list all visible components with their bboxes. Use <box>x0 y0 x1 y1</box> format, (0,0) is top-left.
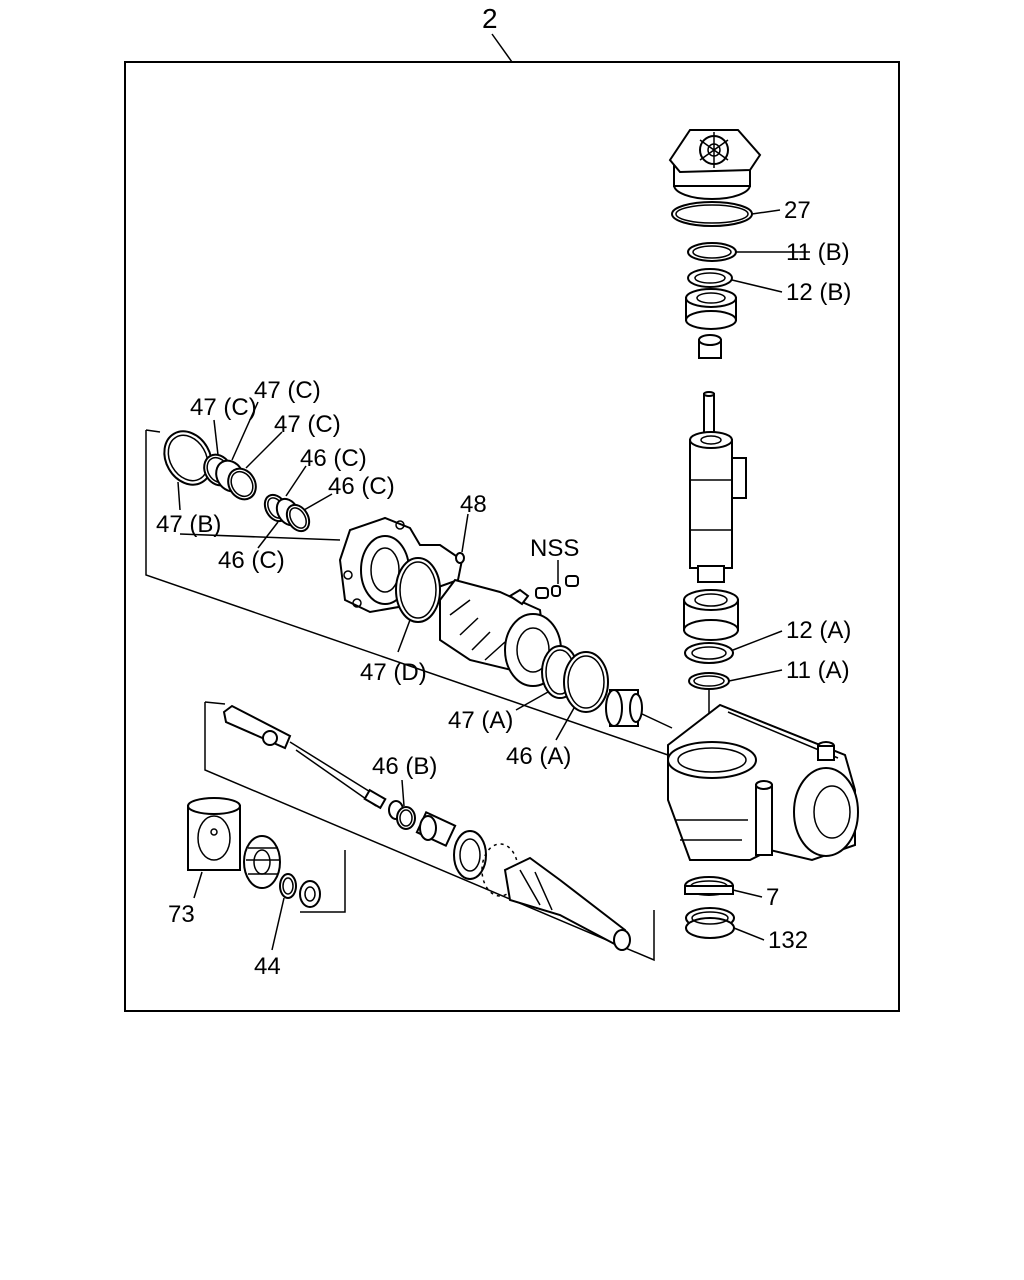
leader-47b <box>177 481 181 511</box>
upper-dash-box <box>145 429 669 756</box>
label-47a: 47 (A) <box>448 707 513 734</box>
leader-73 <box>193 871 203 899</box>
label-47b: 47 (B) <box>156 511 221 538</box>
ring-46a <box>563 651 609 713</box>
label-48: 48 <box>460 491 487 518</box>
label-12a: 12 (A) <box>786 617 851 644</box>
label-11b: 11 (B) <box>786 239 850 266</box>
leader-47c2 <box>231 401 259 461</box>
label-7: 7 <box>766 884 779 911</box>
leader-27 <box>751 209 781 215</box>
valve-spool <box>689 431 747 583</box>
leader-7 <box>732 889 763 898</box>
ring-44 <box>279 873 297 899</box>
gear-housing <box>667 703 859 862</box>
ring-46c-c <box>285 503 311 533</box>
leader-48 <box>461 513 469 553</box>
ring-7 <box>684 876 734 896</box>
leader-46a <box>555 707 575 741</box>
leader-132 <box>733 927 765 941</box>
label-46c2: 46 (C) <box>328 473 395 500</box>
cover-73 <box>187 797 241 871</box>
leader-12a <box>732 630 783 651</box>
label-73: 73 <box>168 901 195 928</box>
o-ring-27 <box>671 201 753 227</box>
label-47c1: 47 (C) <box>190 394 257 421</box>
label-132: 132 <box>768 927 808 954</box>
label-46c1: 46 (C) <box>300 445 367 472</box>
leader-47a <box>515 691 549 711</box>
label-46a: 46 (A) <box>506 743 571 770</box>
label-11a: 11 (A) <box>786 657 850 684</box>
leader-46c1 <box>285 465 307 497</box>
label-46b: 46 (B) <box>372 753 437 780</box>
label-47c2: 47 (C) <box>254 377 321 404</box>
label-46c3: 46 (C) <box>218 547 285 574</box>
bellows <box>605 689 643 727</box>
seal-12a <box>684 642 734 664</box>
seal-12b <box>687 268 733 288</box>
ring-46b <box>388 800 416 830</box>
label-44: 44 <box>254 953 281 980</box>
leader-44 <box>271 897 285 951</box>
ring-11b <box>687 242 737 262</box>
leader-46c2 <box>303 493 333 511</box>
leader-47d <box>397 619 411 653</box>
assembly-number: 2 <box>482 3 498 34</box>
seal-small-44b <box>299 880 321 908</box>
label-27: 27 <box>784 197 811 224</box>
o-ring-47b <box>163 430 213 486</box>
bearing-upper <box>685 288 737 330</box>
assembly-leader <box>491 33 513 63</box>
worm-shaft <box>222 704 387 810</box>
bearing-cup <box>453 830 487 880</box>
nss-bleeder-parts <box>508 575 579 606</box>
lower-dash-box <box>204 701 655 962</box>
o-ring-47d <box>395 557 441 623</box>
leader-12b <box>731 279 783 293</box>
seal-132 <box>685 907 735 939</box>
small-ring-48 <box>455 552 465 564</box>
label-47d: 47 (D) <box>360 659 427 686</box>
sector-shaft <box>503 856 631 951</box>
ring-11a <box>688 672 730 690</box>
leader-47c3 <box>245 431 283 469</box>
bearing-lower <box>683 589 739 641</box>
leader-46c3 <box>257 521 279 549</box>
bushing-small <box>698 334 722 359</box>
bearing-race <box>415 810 457 848</box>
valve-cover <box>668 129 762 200</box>
diagram-frame <box>124 61 900 1012</box>
leader-11a <box>728 669 783 682</box>
label-47c3: 47 (C) <box>274 411 341 438</box>
label-12b: 12 (B) <box>786 279 851 306</box>
adjuster-nut <box>243 835 281 889</box>
label-nss: NSS <box>530 535 579 562</box>
ring-47c-c <box>227 467 257 501</box>
leader-46b <box>401 779 405 807</box>
leader-47c1 <box>213 419 219 456</box>
